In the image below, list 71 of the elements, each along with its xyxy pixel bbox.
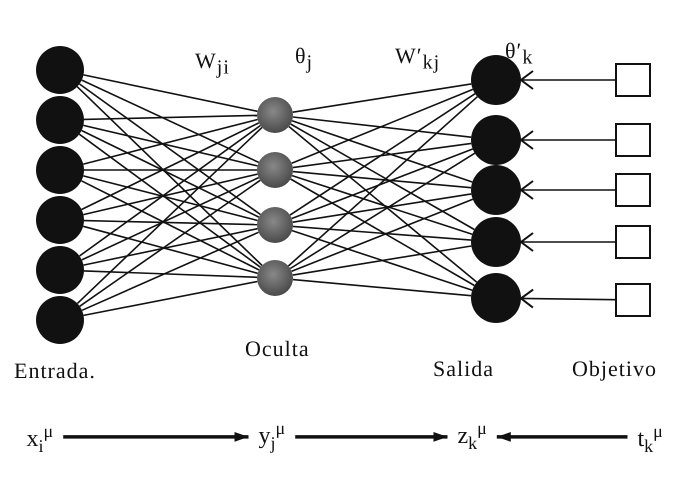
target-box	[615, 123, 651, 157]
connection-line	[292, 193, 472, 223]
layer-label: Salida	[433, 358, 494, 380]
input-neuron	[36, 246, 84, 294]
arrow	[520, 232, 615, 252]
connection-line	[290, 123, 475, 230]
connection-line	[291, 198, 474, 272]
input-neuron	[36, 46, 84, 94]
connection-line	[84, 270, 258, 278]
target-box	[615, 283, 651, 317]
output-neuron	[471, 115, 521, 165]
connection-line	[82, 232, 259, 312]
connection-line	[290, 178, 475, 286]
connection-line	[83, 124, 258, 167]
connection-line	[292, 148, 473, 220]
connection-line	[292, 230, 473, 291]
connection-line	[83, 74, 258, 112]
connection-line	[84, 169, 257, 171]
connection-line	[290, 152, 476, 270]
connection-line	[292, 174, 472, 236]
connection-line	[292, 278, 472, 296]
connection-line	[83, 280, 258, 316]
layer-label: Oculta	[245, 338, 310, 360]
connection-line	[292, 170, 472, 188]
connection-line	[290, 93, 476, 216]
layer-label: Entrada.	[14, 360, 96, 382]
hidden-neuron	[257, 152, 293, 188]
connection-line	[83, 175, 258, 222]
input-neuron	[36, 196, 84, 244]
connection-line	[83, 118, 258, 165]
arrow	[520, 130, 615, 150]
output-neuron	[471, 165, 521, 215]
connection-line	[83, 226, 258, 274]
connection-line	[79, 180, 261, 307]
connection-line	[81, 130, 260, 218]
arrow	[520, 180, 615, 200]
connection-line	[292, 83, 472, 113]
connection-line	[79, 83, 261, 216]
input-neuron	[36, 296, 84, 344]
target-box	[615, 225, 651, 259]
connection-line	[76, 86, 263, 266]
connection-line	[292, 142, 472, 168]
arrow	[520, 288, 616, 309]
connection-line	[83, 228, 258, 266]
connection-line	[292, 245, 472, 276]
connection-line	[292, 120, 473, 183]
connection-line	[292, 226, 472, 241]
layer-label: Objetivo	[572, 358, 657, 380]
input-neuron	[36, 146, 84, 194]
connection-line	[81, 122, 260, 210]
connection-line	[288, 96, 478, 267]
target-box	[615, 63, 651, 97]
target-box	[615, 173, 651, 207]
connection-line	[76, 126, 263, 304]
connection-line	[288, 126, 478, 283]
arrow	[295, 432, 448, 442]
connection-line	[292, 116, 472, 138]
arrow	[63, 432, 248, 442]
connection-line	[291, 88, 474, 164]
connection-line	[84, 114, 258, 120]
connection-line	[81, 79, 260, 164]
arrow	[520, 70, 615, 90]
connection-line	[84, 220, 258, 226]
hidden-neuron	[257, 207, 293, 243]
output-neuron	[471, 273, 521, 323]
output-neuron	[471, 217, 521, 267]
input-neuron	[36, 96, 84, 144]
connection-line	[83, 173, 258, 216]
hidden-neuron	[257, 97, 293, 133]
arrow	[496, 432, 628, 442]
hidden-neuron	[257, 260, 293, 296]
